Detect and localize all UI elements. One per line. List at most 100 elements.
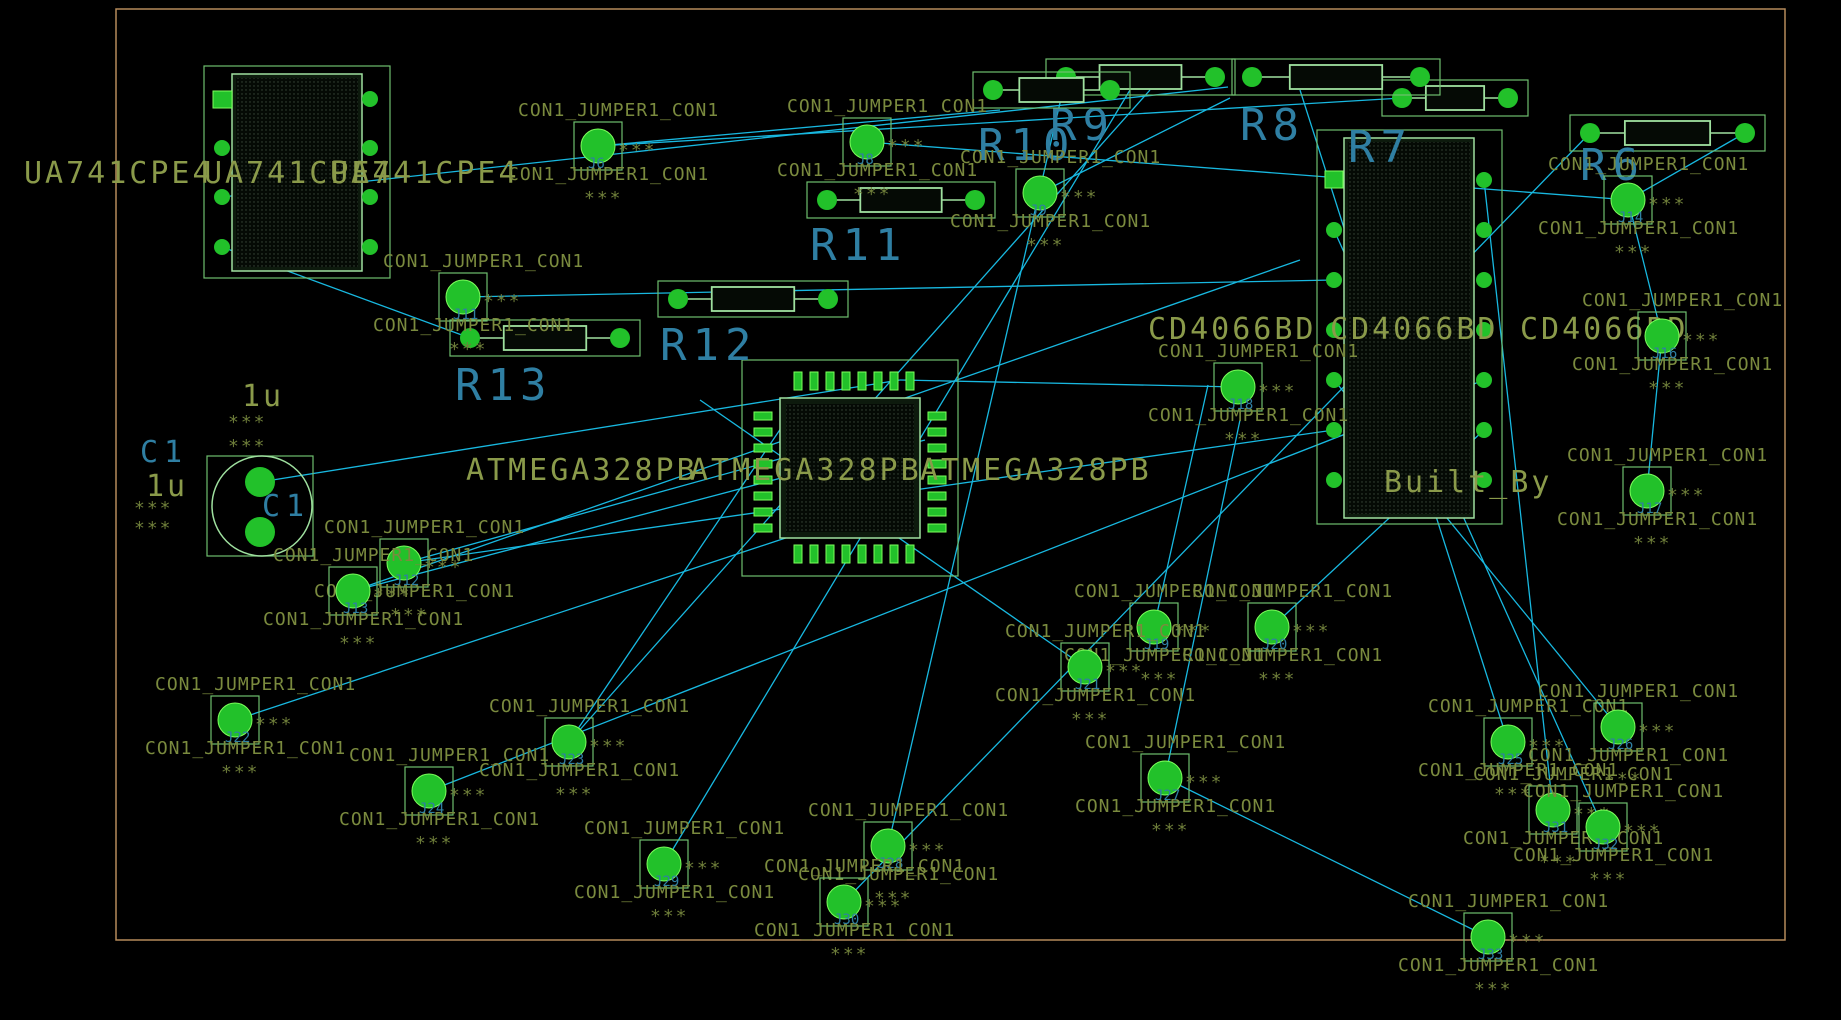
jumper-stars-2: *** xyxy=(874,888,913,909)
jumper-value-label-2: CON1_JUMPER1_CON1 xyxy=(798,864,999,885)
jumper-J11[interactable]: CON1_JUMPER1_CON1CON1_JUMPER1_CON1******… xyxy=(373,251,584,360)
jumper-stars: *** xyxy=(1682,330,1721,351)
jumper-stars: *** xyxy=(618,140,657,161)
c1-stars: *** xyxy=(228,412,267,433)
ic-ua741-footprint[interactable]: UA741CPE4 UA741CPE4 UA741CPE4 xyxy=(24,65,520,279)
resistor-label-r8: R8 xyxy=(1240,100,1305,151)
resistor-label-r13: R13 xyxy=(455,360,552,411)
jumper-stars: *** xyxy=(483,291,522,312)
resistor-r6[interactable]: R6 xyxy=(1569,114,1766,191)
jumper-value-label-2: CON1_JUMPER1_CON1 xyxy=(1538,218,1739,239)
jumper-J13[interactable]: CON1_JUMPER1_CON1CON1_JUMPER1_CON1******… xyxy=(263,545,474,654)
c1-value: 1u xyxy=(242,379,284,414)
jumper-value-label-2: CON1_JUMPER1_CON1 xyxy=(574,882,775,903)
capacitor-c1[interactable]: C1 C1 1u 1u *** *** *** *** xyxy=(134,379,314,557)
jumper-stars-2: *** xyxy=(339,633,378,654)
resistor-r7[interactable]: R7 xyxy=(1348,79,1529,173)
ratsnest-line xyxy=(1164,419,1241,779)
ic-cd4066-footprint[interactable]: CD4066BD CD4066BD CD4066BD Built_By xyxy=(1148,129,1689,525)
ratsnest-line xyxy=(866,141,1631,201)
c1-stars-4: *** xyxy=(134,518,173,539)
resistor-r13[interactable]: R13 xyxy=(449,319,641,411)
jumper-J23[interactable]: CON1_JUMPER1_CON1CON1_JUMPER1_CON1******… xyxy=(479,696,690,805)
jumper-J8[interactable]: CON1_JUMPER1_CON1CON1_JUMPER1_CON1******… xyxy=(777,96,988,205)
jumper-ref: J9 xyxy=(1030,203,1047,219)
jumper-J26[interactable]: CON1_JUMPER1_CON1CON1_JUMPER1_CON1******… xyxy=(1528,681,1739,790)
ratsnest-line xyxy=(234,519,841,721)
jumper-J21[interactable]: CON1_JUMPER1_CON1CON1_JUMPER1_CON1******… xyxy=(995,621,1206,730)
jumper-stars-2: *** xyxy=(415,833,454,854)
jumper-stars-2: *** xyxy=(1140,669,1179,690)
jumper-J6[interactable]: CON1_JUMPER1_CON1CON1_JUMPER1_CON1******… xyxy=(508,100,719,209)
jumper-ref: J12 xyxy=(394,573,419,589)
jumper-value-label-2: CON1_JUMPER1_CON1 xyxy=(995,685,1196,706)
jumper-value-label-2: CON1_JUMPER1_CON1 xyxy=(1528,745,1729,766)
resistor-label-r6: R6 xyxy=(1580,140,1645,191)
jumper-value-label: CON1_JUMPER1_CON1 xyxy=(787,96,988,117)
ua741-text-name: UA741CPE4 xyxy=(330,156,520,191)
ratsnest-line xyxy=(462,279,1335,298)
jumper-J19[interactable]: CON1_JUMPER1_CON1CON1_JUMPER1_CON1******… xyxy=(1064,581,1275,690)
resistor-r8[interactable]: R8 xyxy=(1231,58,1441,151)
jumper-J30[interactable]: CON1_JUMPER1_CON1CON1_JUMPER1_CON1******… xyxy=(754,856,965,965)
jumper-stars: *** xyxy=(1638,721,1677,742)
cd4066-text-1: CD4066BD xyxy=(1148,312,1317,347)
jumper-ref: J20 xyxy=(1262,637,1287,653)
atmega-text-2: ATMEGA328PB xyxy=(690,453,922,488)
jumper-ref: J8 xyxy=(857,152,874,168)
jumper-stars-2: *** xyxy=(1258,669,1297,690)
jumper-J27[interactable]: CON1_JUMPER1_CON1CON1_JUMPER1_CON1******… xyxy=(1075,732,1286,841)
jumper-value-label: CON1_JUMPER1_CON1 xyxy=(1567,445,1768,466)
jumper-stars: *** xyxy=(1508,931,1547,952)
jumper-ref: J33 xyxy=(1478,947,1503,963)
jumper-J20[interactable]: CON1_JUMPER1_CON1CON1_JUMPER1_CON1******… xyxy=(1182,581,1393,690)
jumper-stars: *** xyxy=(1528,736,1567,757)
jumper-stars: *** xyxy=(1185,772,1224,793)
ratsnest-line xyxy=(597,97,1403,147)
jumper-stars: *** xyxy=(908,840,947,861)
jumper-J25[interactable]: CON1_JUMPER1_CON1CON1_JUMPER1_CON1******… xyxy=(1418,696,1629,805)
jumper-J32[interactable]: CON1_JUMPER1_CON1CON1_JUMPER1_CON1******… xyxy=(1513,781,1724,890)
resistor-r11[interactable]: R11 xyxy=(806,181,996,271)
jumper-value-label-2: CON1_JUMPER1_CON1 xyxy=(950,211,1151,232)
resistor-label-r7: R7 xyxy=(1348,122,1413,173)
jumper-value-label: CON1_JUMPER1_CON1 xyxy=(489,696,690,717)
resistor-r12[interactable]: R12 xyxy=(657,280,849,371)
jumper-value-label: CON1_JUMPER1_CON1 xyxy=(1158,341,1359,362)
jumper-J22[interactable]: CON1_JUMPER1_CON1CON1_JUMPER1_CON1******… xyxy=(145,674,356,783)
board-outline xyxy=(115,8,1786,941)
built-by-text: Built_By xyxy=(1384,465,1553,500)
jumper-value-label: CON1_JUMPER1_CON1 xyxy=(273,545,474,566)
ua741-text-3: UA741CPE4 xyxy=(24,156,214,191)
jumper-value-label-2: CON1_JUMPER1_CON1 xyxy=(508,164,709,185)
jumper-ref: J14 xyxy=(1618,210,1643,226)
jumper-J14[interactable]: CON1_JUMPER1_CON1CON1_JUMPER1_CON1******… xyxy=(1538,154,1749,263)
jumper-J24[interactable]: CON1_JUMPER1_CON1CON1_JUMPER1_CON1******… xyxy=(339,745,550,854)
jumper-J29[interactable]: CON1_JUMPER1_CON1CON1_JUMPER1_CON1******… xyxy=(574,818,785,927)
jumper-value-label-2: CON1_JUMPER1_CON1 xyxy=(373,315,574,336)
ic-atmega-footprint[interactable]: ATMEGA328PB ATMEGA328PB ATMEGA328PB xyxy=(466,359,1152,577)
jumper-stars-2: *** xyxy=(1589,869,1628,890)
jumper-stars-2: *** xyxy=(449,339,488,360)
cd4066-pins xyxy=(1324,170,1492,488)
jumper-value-label-2: CON1_JUMPER1_CON1 xyxy=(145,738,346,759)
jumper-value-label-2: CON1_JUMPER1_CON1 xyxy=(1148,405,1349,426)
jumper-stars-2: *** xyxy=(1648,378,1687,399)
ua741-text-dup: UA741CPE4 xyxy=(204,156,394,191)
resistor-r10[interactable]: R10 xyxy=(972,71,1131,171)
jumper-J9[interactable]: CON1_JUMPER1_CON1CON1_JUMPER1_CON1******… xyxy=(950,147,1161,256)
jumper-stars-2: *** xyxy=(830,944,869,965)
jumper-value-label: CON1_JUMPER1_CON1 xyxy=(349,745,550,766)
jumper-stars: *** xyxy=(1648,194,1687,215)
jumper-value-label: CON1_JUMPER1_CON1 xyxy=(1538,681,1739,702)
atmega-text-1: ATMEGA328PB xyxy=(466,453,698,488)
jumper-J18[interactable]: CON1_JUMPER1_CON1CON1_JUMPER1_CON1******… xyxy=(1148,341,1359,450)
jumper-J16[interactable]: CON1_JUMPER1_CON1CON1_JUMPER1_CON1******… xyxy=(1572,290,1783,399)
jumper-ref: J11 xyxy=(453,307,478,323)
jumper-ref: J26 xyxy=(1608,737,1633,753)
jumper-J33[interactable]: CON1_JUMPER1_CON1CON1_JUMPER1_CON1******… xyxy=(1398,891,1609,1000)
jumper-J28[interactable]: CON1_JUMPER1_CON1CON1_JUMPER1_CON1******… xyxy=(798,800,1009,909)
jumper-value-label: CON1_JUMPER1_CON1 xyxy=(1085,732,1286,753)
jumper-J17[interactable]: CON1_JUMPER1_CON1CON1_JUMPER1_CON1******… xyxy=(1557,445,1768,554)
